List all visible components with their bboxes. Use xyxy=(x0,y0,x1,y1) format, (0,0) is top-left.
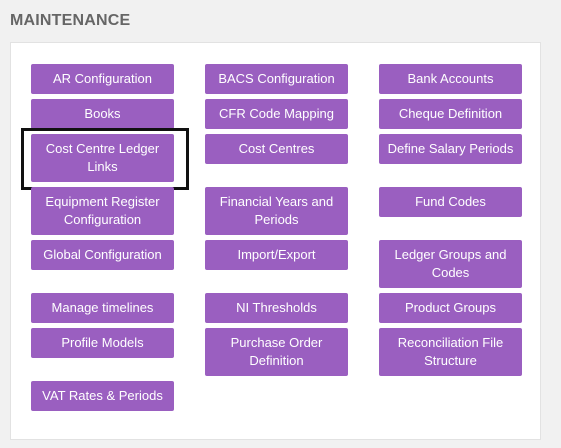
global-configuration-button[interactable]: Global Configuration xyxy=(31,240,174,270)
financial-years-and-periods-button[interactable]: Financial Years and Periods xyxy=(205,187,348,235)
bank-accounts-button[interactable]: Bank Accounts xyxy=(379,64,522,94)
cost-centres-button[interactable]: Cost Centres xyxy=(205,134,348,164)
ni-thresholds-button[interactable]: NI Thresholds xyxy=(205,293,348,323)
define-salary-periods-button[interactable]: Define Salary Periods xyxy=(379,134,522,164)
cheque-definition-button[interactable]: Cheque Definition xyxy=(379,99,522,129)
cfr-code-mapping-button[interactable]: CFR Code Mapping xyxy=(205,99,348,129)
maintenance-panel: AR Configuration BACS Configuration Bank A… xyxy=(10,42,541,440)
fund-codes-button[interactable]: Fund Codes xyxy=(379,187,522,217)
ar-configuration-button[interactable]: AR Configuration xyxy=(31,64,174,94)
profile-models-button[interactable]: Profile Models xyxy=(31,328,174,358)
import-export-button[interactable]: Import/Export xyxy=(205,240,348,270)
maintenance-tile-grid: AR Configuration BACS Configuration Bank A… xyxy=(21,64,522,411)
section-title: MAINTENANCE xyxy=(10,12,131,29)
vat-rates-periods-button[interactable]: VAT Rates & Periods xyxy=(31,381,174,411)
purchase-order-definition-button[interactable]: Purchase Order Definition xyxy=(205,328,348,376)
cost-centre-ledger-links-button[interactable]: Cost Centre Ledger Links xyxy=(21,128,189,190)
manage-timelines-button[interactable]: Manage timelines xyxy=(31,293,174,323)
books-button[interactable]: Books xyxy=(31,99,174,129)
reconciliation-file-structure-button[interactable]: Reconciliation File Structure xyxy=(379,328,522,376)
ledger-groups-and-codes-button[interactable]: Ledger Groups and Codes xyxy=(379,240,522,288)
bacs-configuration-button[interactable]: BACS Configuration xyxy=(205,64,348,94)
equipment-register-configuration-button[interactable]: Equipment Register Configuration xyxy=(31,187,174,235)
product-groups-button[interactable]: Product Groups xyxy=(379,293,522,323)
